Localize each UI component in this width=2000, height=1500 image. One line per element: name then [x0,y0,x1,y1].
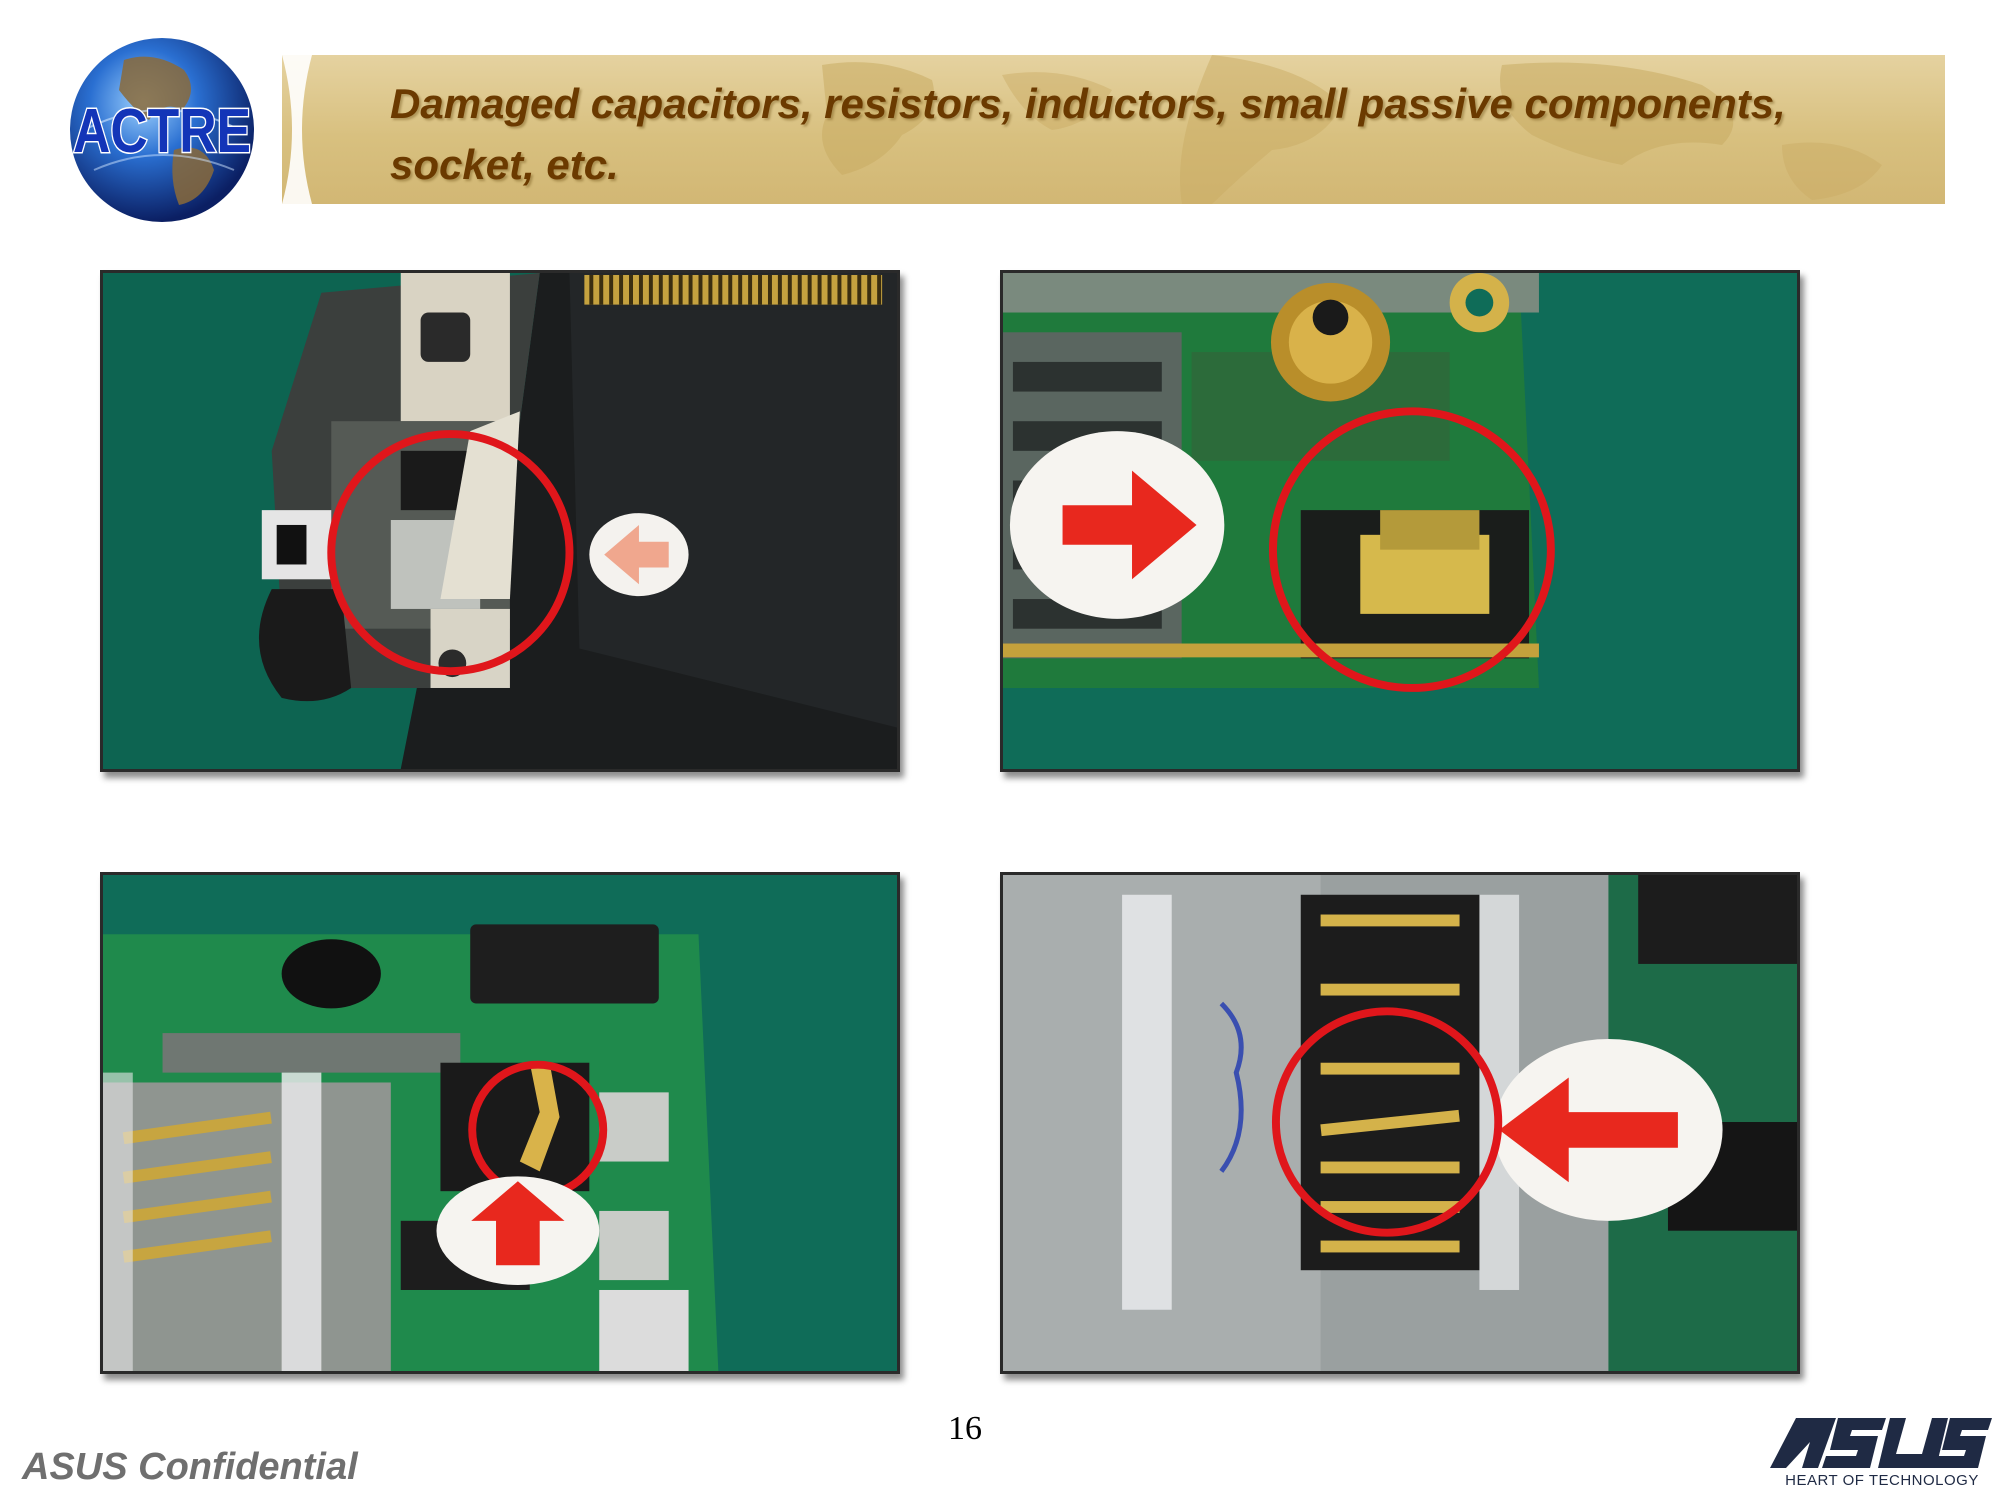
world-map-background [282,55,1882,204]
highlight-circle [327,430,574,676]
asus-tagline: HEART OF TECHNOLOGY [1785,1472,1979,1489]
actre-logo-text: ACTRE [73,97,251,166]
arrow-marker [1009,431,1225,619]
arrow-marker [1494,1039,1723,1221]
title-banner: Damaged capacitors, resistors, inductors… [282,55,1945,204]
arrow-marker [436,1176,600,1286]
pin-header [584,274,883,305]
asus-logo: HEART OF TECHNOLOGY [1766,1414,1992,1494]
actre-logo: ACTRE [64,30,260,226]
photo-damaged-shield-clip [1000,270,1800,772]
highlight-circle [1268,407,1555,692]
highlight-circle [1271,1007,1503,1237]
arrow-marker [589,513,689,597]
photo-bent-socket-pins [1000,872,1800,1374]
page-number: 16 [948,1410,982,1447]
confidential-label: ASUS Confidential [22,1446,358,1488]
photo-damaged-side-connector [100,270,900,772]
photo-bent-contact-spring [100,872,900,1374]
slide-title: Damaged capacitors, resistors, inductors… [390,80,1786,188]
